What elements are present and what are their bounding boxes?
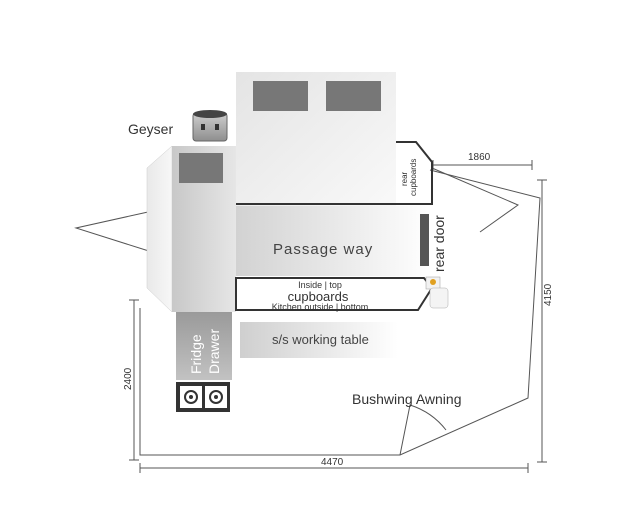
- cupboards-area: [235, 277, 434, 311]
- working-table-label: s/s working table: [272, 332, 369, 347]
- stove-icon: [176, 382, 230, 412]
- fridge-drawer: [176, 312, 232, 380]
- passage-area: [236, 206, 432, 276]
- rear-door: [420, 214, 429, 266]
- bed-pillow-right: [326, 81, 381, 111]
- dimension-width-total: 4470: [321, 457, 344, 468]
- geyser-label: Geyser: [128, 121, 173, 137]
- cupboards-bottom-label: Kitchen outside | bottom: [272, 302, 368, 312]
- cupboards-label: cupboards: [288, 289, 349, 304]
- rear-door-label: rear door: [431, 215, 447, 272]
- rear-cupboards-label-1: rear: [400, 171, 409, 186]
- awning-label: Bushwing Awning: [352, 391, 461, 407]
- left-wall: [146, 145, 173, 313]
- passage-way-label: Passage way: [273, 241, 373, 258]
- cupboards-top-label: Inside | top: [298, 280, 342, 290]
- dimension-height-left: 2400: [123, 367, 134, 390]
- geyser-icon: [192, 110, 228, 142]
- working-table: [240, 322, 398, 358]
- awning-outline: [74, 167, 541, 456]
- dimension-length-side: 4150: [543, 283, 554, 306]
- rear-cupboards-outline: [236, 141, 433, 205]
- front-window: [179, 153, 223, 183]
- tap-icon: [425, 276, 449, 309]
- fridge-label-2: Drawer: [206, 329, 222, 374]
- dimension-width-rear: 1860: [468, 152, 491, 163]
- rear-cupboards-label-2: cupboards: [409, 159, 418, 196]
- bed-pillow-left: [253, 81, 308, 111]
- fridge-label-1: Fridge: [188, 334, 204, 374]
